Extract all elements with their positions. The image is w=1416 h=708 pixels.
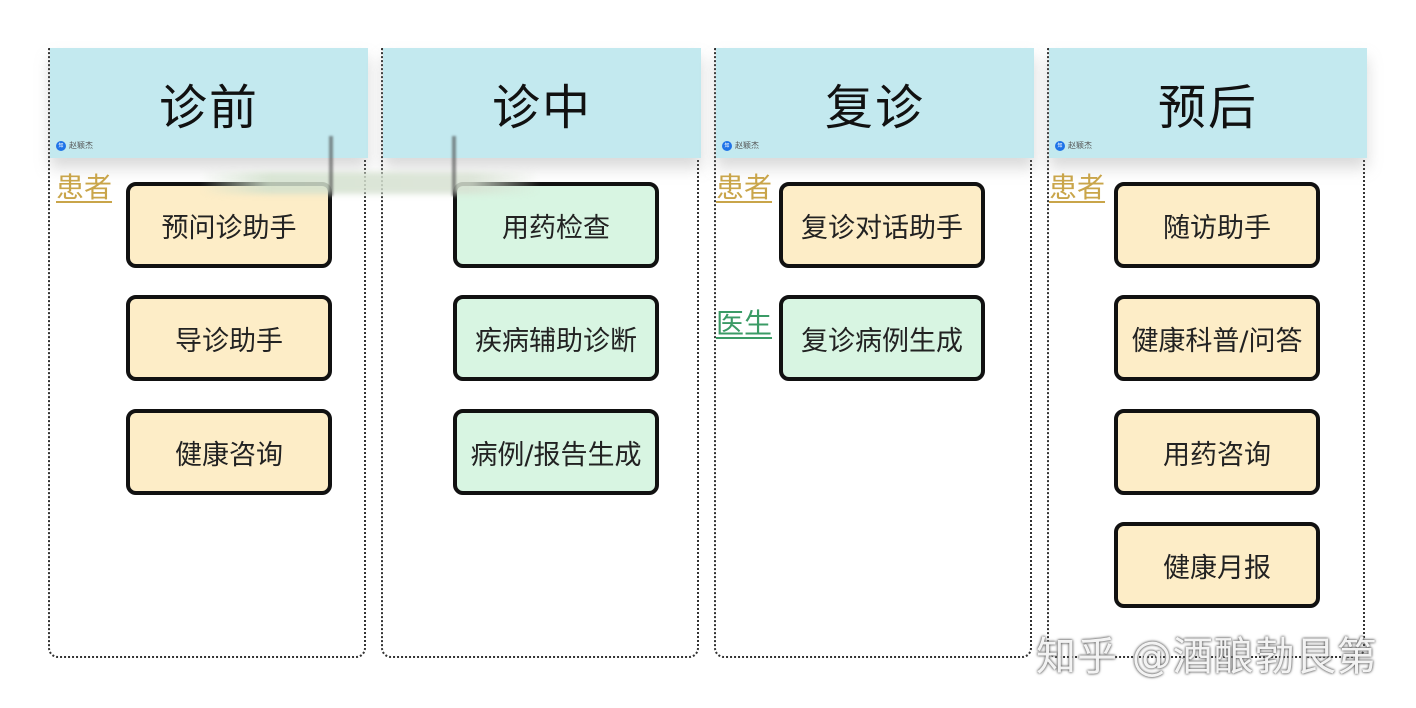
role-label-doctor: 医生 <box>716 307 773 340</box>
author-tag: 知 赵颖杰 <box>56 140 93 151</box>
column-in-visit: 诊中 用药检查 疾病辅助诊断 病例/报告生成 <box>381 48 701 658</box>
blurred-overlay <box>200 172 540 194</box>
feature-box: 预问诊助手 <box>126 182 332 268</box>
feature-box: 用药咨询 <box>1114 409 1320 495</box>
feature-box: 健康咨询 <box>126 409 332 495</box>
column-follow-up-visit: 复诊 知 赵颖杰 患者 医生 复诊对话助手 复诊病例生成 <box>714 48 1034 658</box>
avatar-icon: 知 <box>1055 140 1065 151</box>
author-name: 赵颖杰 <box>69 141 93 150</box>
feature-box: 随访助手 <box>1114 182 1320 268</box>
role-label-patient: 患者 <box>716 171 773 204</box>
author-tag: 知 赵颖杰 <box>722 140 759 151</box>
column-pre-visit: 诊前 知 赵颖杰 患者 预问诊助手 导诊助手 健康咨询 <box>48 48 368 658</box>
feature-box: 病例/报告生成 <box>453 409 659 495</box>
blurred-overlay-line <box>329 136 333 196</box>
feature-box: 导诊助手 <box>126 295 332 381</box>
author-name: 赵颖杰 <box>1068 141 1092 150</box>
column-title: 诊中 <box>491 80 592 136</box>
column-header: 诊中 <box>383 48 701 158</box>
column-title: 诊前 <box>158 80 259 136</box>
feature-box: 疾病辅助诊断 <box>453 295 659 381</box>
avatar-icon: 知 <box>722 140 732 151</box>
column-prognosis: 预后 知 赵颖杰 患者 随访助手 健康科普/问答 用药咨询 健康月报 <box>1047 48 1367 658</box>
feature-box: 复诊对话助手 <box>779 182 985 268</box>
author-name: 赵颖杰 <box>735 141 759 150</box>
feature-box: 健康月报 <box>1114 522 1320 608</box>
watermark: 知乎 @酒酿勃艮第 <box>1036 634 1378 680</box>
column-header: 复诊 知 赵颖杰 <box>716 48 1034 158</box>
column-title: 预后 <box>1157 80 1258 136</box>
author-tag: 知 赵颖杰 <box>1055 140 1092 151</box>
feature-box: 用药检查 <box>453 182 659 268</box>
column-title: 复诊 <box>824 80 925 136</box>
column-header: 诊前 知 赵颖杰 <box>50 48 368 158</box>
role-label-patient: 患者 <box>56 171 113 204</box>
blurred-overlay-line <box>452 136 456 196</box>
feature-box: 健康科普/问答 <box>1114 295 1320 381</box>
feature-box: 复诊病例生成 <box>779 295 985 381</box>
column-header: 预后 知 赵颖杰 <box>1049 48 1367 158</box>
avatar-icon: 知 <box>56 140 66 151</box>
role-label-patient: 患者 <box>1049 171 1106 204</box>
